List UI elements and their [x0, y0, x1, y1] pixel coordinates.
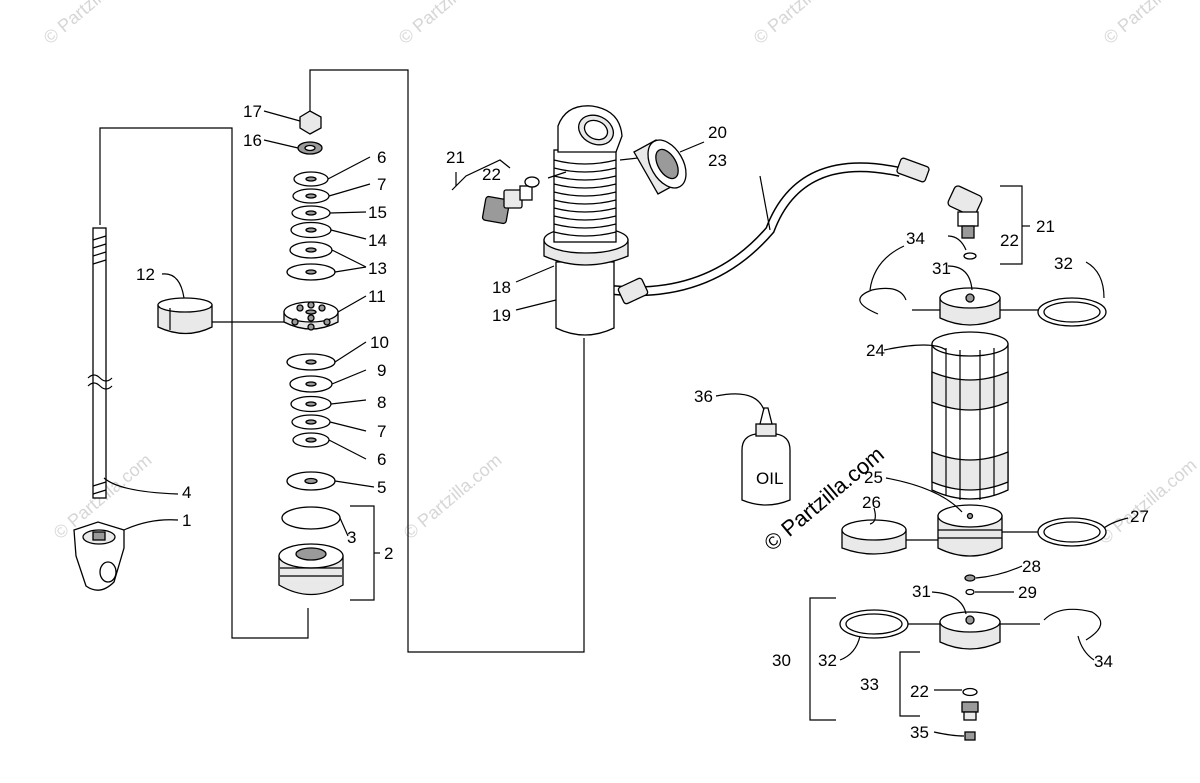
callout-27: 27 — [1130, 507, 1149, 526]
oil-bottle: OIL — [741, 407, 791, 506]
nut — [299, 110, 322, 135]
callout-35: 35 — [910, 723, 929, 742]
callout-12: 12 — [136, 265, 155, 284]
callout-9: 9 — [377, 361, 386, 380]
callout-34a: 34 — [906, 229, 925, 248]
callout-7a: 7 — [377, 175, 386, 194]
bottle-label: OIL — [756, 469, 783, 488]
thread-lines — [553, 159, 617, 237]
callout-25: 25 — [864, 468, 883, 487]
callout-17: 17 — [243, 102, 262, 121]
callout-29: 29 — [1018, 583, 1037, 602]
watermark-3: © Partzilla.com — [750, 0, 856, 48]
callout-3: 3 — [347, 528, 356, 547]
callout-22b: 22 — [1000, 231, 1019, 250]
callout-34b: 34 — [1094, 652, 1113, 671]
callout-23: 23 — [708, 151, 727, 170]
shaft — [92, 227, 107, 499]
callout-15: 15 — [368, 203, 387, 222]
callout-18: 18 — [492, 278, 511, 297]
callout-22c: 22 — [910, 682, 929, 701]
callout-6a: 6 — [377, 148, 386, 167]
o-ring-22-left — [524, 176, 540, 188]
shims-upper — [286, 171, 336, 281]
callout-30: 30 — [772, 651, 791, 670]
callout-7b: 7 — [377, 422, 386, 441]
callout-20: 20 — [708, 123, 727, 142]
watermark-2: © Partzilla.com — [395, 0, 501, 48]
callout-21b: 21 — [1036, 217, 1055, 236]
callout-28: 28 — [1022, 557, 1041, 576]
callout-24: 24 — [866, 341, 885, 360]
watermarks: © Partzilla.com © Partzilla.com © Partzi… — [40, 0, 1200, 548]
o-ring-22-right — [963, 252, 977, 260]
callout-5: 5 — [377, 478, 386, 497]
callout-36: 36 — [694, 387, 713, 406]
reservoir-canister — [931, 331, 1009, 500]
callout-31a: 31 — [932, 259, 951, 278]
callout-32a: 32 — [1054, 254, 1073, 273]
callout-14: 14 — [368, 231, 387, 250]
callout-26: 26 — [862, 493, 881, 512]
callout-31b: 31 — [912, 582, 931, 601]
watermark-7: © Partzilla.com — [1095, 455, 1200, 548]
callout-22a: 22 — [482, 165, 501, 184]
callout-21a: 21 — [446, 148, 465, 167]
snap-ring-34-lower — [1043, 608, 1102, 641]
seal-head — [278, 543, 344, 596]
watermark-6: © Partzilla.com — [400, 450, 506, 543]
reservoir-assembly: OIL — [715, 185, 1129, 741]
seal-3 — [281, 506, 341, 530]
callout-11: 11 — [368, 287, 386, 306]
callout-8: 8 — [377, 393, 386, 412]
callout-4: 4 — [182, 483, 191, 502]
shaft-assembly — [73, 127, 309, 639]
callout-19: 19 — [492, 306, 511, 325]
callout-16: 16 — [243, 131, 262, 150]
callout-32b: 32 — [818, 651, 837, 670]
callout-10: 10 — [370, 333, 389, 352]
callout-13: 13 — [368, 259, 387, 278]
callout-6b: 6 — [377, 450, 386, 469]
watermark-4: © Partzilla.com — [1100, 0, 1200, 48]
piston — [283, 301, 339, 331]
callout-2: 2 — [384, 544, 393, 563]
callout-33: 33 — [860, 675, 879, 694]
piston-stack — [103, 69, 585, 653]
watermark-1: © Partzilla.com — [40, 0, 146, 48]
callout-1: 1 — [182, 511, 191, 530]
snap-ring-34-top — [859, 287, 907, 315]
shims-lower — [286, 353, 336, 448]
shock-body — [451, 105, 930, 336]
callout-numbers: 1 2 3 4 5 6 6 7 7 8 9 10 11 12 13 14 15 … — [136, 102, 1149, 742]
